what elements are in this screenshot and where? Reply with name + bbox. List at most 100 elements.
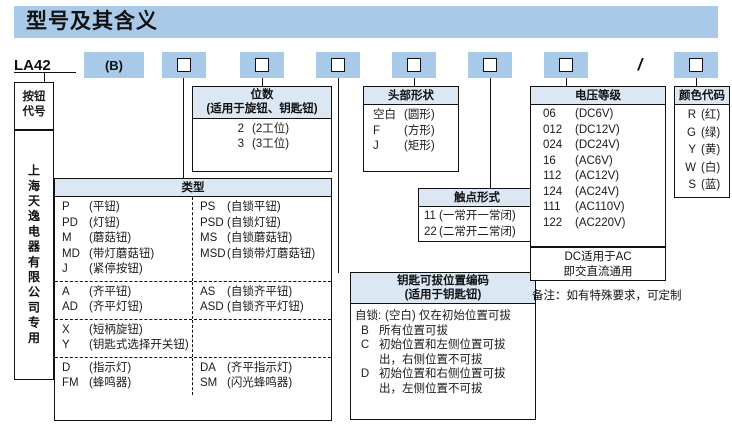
voltage-row: 122(AC220V) — [531, 216, 665, 232]
type-desc: (带灯蘑菇钮) — [89, 247, 155, 260]
type-desc: (齐平指示灯) — [227, 361, 293, 374]
type-code: DA — [200, 361, 216, 374]
type-code: PSD — [200, 216, 224, 229]
connector-la42-down — [44, 72, 45, 83]
type-desc: (短柄旋钮) — [89, 323, 143, 336]
key-position-row: 出，右侧位置不可拔 — [351, 353, 535, 368]
code-slot-head-shape-left[interactable] — [316, 52, 360, 78]
key-desc: 初始位置和右侧位置可拔 — [379, 368, 506, 380]
color-code-desc: (绿) — [701, 126, 721, 139]
type-group: D (指示灯) FM (蜂鸣器) DA (齐平指示灯) SM(闪光蜂鸣器) — [55, 356, 331, 395]
type-desc: (蜂鸣器) — [89, 377, 132, 389]
code-slot-color[interactable] — [674, 52, 718, 78]
head-shape-row: J(矩形) — [364, 139, 458, 155]
square-box-icon — [255, 58, 269, 72]
type-group: P(平钮) PD(灯钮) M(蘑菇钮) MD(带灯蘑菇钮) J(紧停按钮) PS… — [55, 197, 331, 281]
type-row: SM(闪光蜂鸣器) — [193, 376, 331, 392]
head-shape-desc: (圆形) — [404, 109, 435, 121]
key-position-row: 自锁:(空白) 仅在初始位置可拔 — [351, 309, 535, 324]
type-col-right: AS(自锁齐平钮) ASD(自锁齐平灯钮) — [193, 282, 331, 319]
key-desc: 初始位置和左侧位置可拔 — [379, 339, 506, 351]
type-desc: (自锁带灯蘑菇钮) — [227, 247, 316, 260]
code-series-la42: LA42 — [14, 56, 51, 74]
type-desc: (自锁平钮) — [227, 201, 281, 213]
button-code-label: 按钮 代号 — [15, 83, 53, 120]
type-desc: (灯钮) — [89, 216, 120, 229]
type-code: D — [62, 361, 71, 374]
voltage-code: 06 — [543, 108, 556, 120]
color-code-row: S(蓝) — [675, 177, 729, 195]
type-row: PSD(自锁灯钮) — [193, 216, 331, 232]
key-desc: 出，左侧位置不可拔 — [379, 382, 483, 395]
code-slot-voltage[interactable] — [544, 52, 588, 78]
code-slot-type[interactable] — [162, 52, 206, 78]
key-position-row: D 初始位置和右侧位置可拔 — [351, 367, 535, 382]
color-code-key: W — [685, 161, 696, 174]
code-slot-head-shape[interactable] — [392, 52, 436, 78]
type-code: FM — [62, 377, 79, 389]
type-row: FM (蜂鸣器) — [55, 376, 192, 392]
type-desc: (钥匙式选择开关钮) — [89, 339, 189, 351]
voltage-note-line1: DC适用于AC — [564, 251, 632, 263]
button-code-label-line1: 按钮 — [22, 91, 46, 103]
color-code-key: Y — [688, 144, 696, 156]
code-optional-b: (B) — [84, 52, 144, 78]
contact-form-title: 触点形式 — [419, 189, 535, 207]
connector-digits — [262, 78, 263, 87]
type-row: D (指示灯) — [55, 361, 192, 377]
connector-head-shape — [414, 78, 415, 87]
key-position-title-line1: 钥匙可拔位置编码 — [397, 275, 489, 287]
digits-row: 3 (3工位) — [193, 137, 331, 152]
digits-desc: (2工位) — [252, 123, 290, 135]
code-slot-contact[interactable] — [468, 52, 512, 78]
connector-voltage — [566, 78, 567, 87]
voltage-row: 024(DC24V) — [531, 138, 665, 154]
code-slot-digits[interactable] — [240, 52, 284, 78]
type-group: A(齐平钮) AD(齐平灯钮) AS(自锁齐平钮) ASD(自锁齐平灯钮) — [55, 280, 331, 319]
square-box-icon — [559, 58, 573, 72]
type-code: MSD — [200, 247, 226, 260]
digits-code: 2 — [237, 123, 244, 135]
voltage-row: 112(AC12V) — [531, 169, 665, 185]
voltage-desc: (AC6V) — [575, 154, 613, 167]
type-desc: (指示灯) — [89, 361, 132, 374]
type-row: MSD(自锁带灯蘑菇钮) — [193, 247, 331, 263]
type-col-right: PS(自锁平钮) PSD(自锁灯钮) MS(自锁蘑菇钮) MSD(自锁带灯蘑菇钮… — [193, 197, 331, 281]
key-desc: 出，右侧位置不可拔 — [379, 353, 483, 366]
company-vertical-text: 上海天逸电器有限公司专用 — [26, 163, 41, 347]
contact-desc: (一常开一常闭) — [439, 210, 516, 222]
button-code-box: 按钮 代号 — [14, 82, 54, 130]
key-code: D — [360, 368, 370, 380]
remark-text: 备注：如有特殊要求，可定制 — [532, 290, 682, 302]
type-desc: (自锁蘑菇钮) — [227, 232, 293, 244]
color-code-key: G — [687, 126, 696, 139]
color-code-rows: R(红) G(绿) Y(黄) W(白) S(蓝) — [675, 105, 729, 198]
type-title: 类型 — [55, 179, 331, 197]
type-code: AS — [200, 285, 216, 298]
type-code: AD — [62, 301, 78, 313]
connector-color — [696, 78, 697, 87]
head-shape-rows: 空白(圆形) F(方形) J(矩形) — [364, 105, 458, 158]
title-banner — [14, 6, 718, 38]
voltage-desc: (DC6V) — [575, 108, 614, 120]
company-signature-box: 上海天逸电器有限公司专用 — [14, 130, 54, 380]
type-desc: (平钮) — [89, 201, 120, 213]
type-code: Y — [62, 339, 70, 351]
type-row: PS(自锁平钮) — [193, 200, 331, 216]
type-row: DA (齐平指示灯) — [193, 361, 331, 377]
connector-type — [183, 78, 184, 179]
color-code-title: 颜色代码 — [675, 87, 729, 105]
type-code: P — [62, 201, 70, 213]
voltage-level-box: 电压等级 06(DC6V) 012(DC12V) 024(DC24V) 16(A… — [530, 86, 666, 247]
voltage-row: 111(AC110V) — [531, 200, 665, 216]
contact-form-rows: 11(一常开一常闭) 22(二常开二常闭) — [419, 207, 535, 243]
type-col-left: P(平钮) PD(灯钮) M(蘑菇钮) MD(带灯蘑菇钮) J(紧停按钮) — [55, 197, 193, 281]
color-code-desc: (红) — [701, 109, 721, 121]
digits-title: 位数 (适用于旋钮、钥匙钮) — [193, 87, 331, 119]
color-code-desc: (黄) — [701, 144, 721, 156]
voltage-level-title: 电压等级 — [531, 87, 665, 105]
